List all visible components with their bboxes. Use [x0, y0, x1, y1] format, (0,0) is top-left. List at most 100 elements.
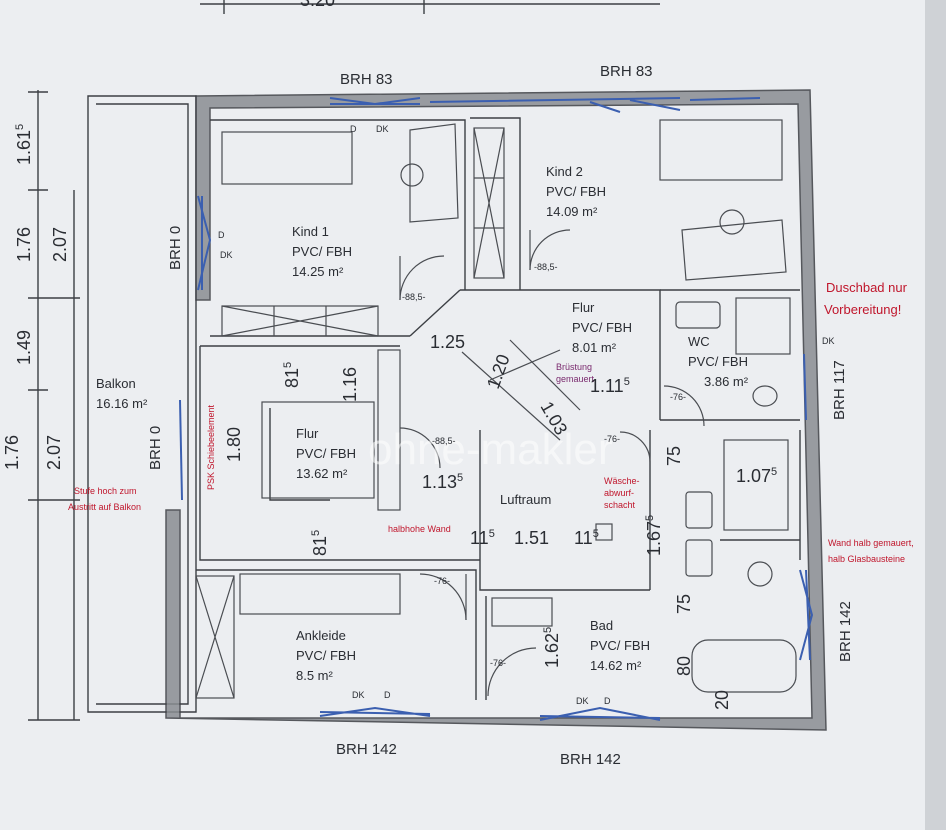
dim-left-207b: 2.07 — [44, 435, 64, 470]
brh0-mid: BRH 0 — [147, 426, 164, 470]
desk-kind1 — [409, 123, 459, 223]
exterior-walls — [165, 89, 827, 731]
stair-diagonal — [461, 339, 581, 441]
chair-kind1 — [400, 163, 424, 187]
door-d-4: D — [384, 690, 391, 700]
door-w76-2: -76- — [604, 434, 620, 444]
bed-kind1 — [221, 131, 353, 185]
interior-dimensions: 1.25 1.20 1.03 1.115 815 1.16 1.80 1.135… — [224, 332, 777, 710]
dim-116: 1.16 — [340, 367, 360, 402]
dim-162: 1.625 — [542, 627, 562, 668]
top-dimension: 3.20 — [200, 0, 660, 14]
balcony — [87, 95, 197, 713]
door-w885-2: -88,5- — [534, 262, 558, 272]
door-dk-4: DK — [352, 690, 365, 700]
notes: Duschbad nur Vorbereitung! Stufe hoch zu… — [68, 280, 914, 564]
door-swings — [399, 229, 705, 697]
door-d-2: D — [218, 230, 225, 240]
dim-81b: 815 — [310, 530, 330, 556]
wardrobe-kind1 — [221, 305, 379, 337]
room-wc: WC PVC/ FBH 3.86 m² — [688, 334, 752, 389]
room-kind2: Kind 2 PVC/ FBH 14.09 m² — [546, 164, 610, 219]
desk-kind2 — [681, 219, 787, 281]
note-wand-1: Wand halb gemauert, — [828, 538, 914, 548]
dim-11a: 115 — [470, 528, 495, 548]
chair-kind2 — [719, 209, 745, 235]
door-dk-5: DK — [576, 696, 589, 706]
kitchen-unit — [377, 349, 401, 511]
binder-strip — [925, 0, 946, 830]
note-psk: PSK Schiebeelement — [206, 404, 216, 490]
dim-75a: 75 — [664, 446, 684, 466]
note-halbhohe: halbhohe Wand — [388, 524, 451, 534]
bad-shower — [723, 439, 789, 531]
dim-151: 1.51 — [514, 528, 549, 548]
ankleide-rail — [239, 573, 401, 615]
brh142-right: BRH 142 — [837, 601, 854, 662]
dim-111: 1.115 — [590, 376, 630, 396]
room-balkon: Balkon 16.16 m² — [96, 376, 148, 411]
note-waesche: Wäsche- abwurf- schacht — [604, 476, 642, 510]
dim-20: 20 — [712, 690, 732, 710]
door-d-5: D — [604, 696, 611, 706]
door-w885-1: -88,5- — [402, 292, 426, 302]
brh83-left: BRH 83 — [340, 71, 393, 88]
brh142-bottom-left: BRH 142 — [336, 741, 397, 758]
note-bruestung: Brüstung gemauert — [556, 362, 595, 384]
stair-box — [491, 597, 553, 627]
note-duschbad-1: Duschbad nur — [826, 280, 908, 295]
dim-75b: 75 — [674, 594, 694, 614]
dim-left-161: 1.615 — [14, 124, 34, 165]
wardrobe-kind2 — [473, 127, 505, 279]
dim-11b: 115 — [574, 528, 599, 548]
door-w885-3: -88,5- — [432, 436, 456, 446]
room-ankleide: Ankleide PVC/ FBH 8.5 m² — [296, 628, 360, 683]
dim-left-149: 1.49 — [14, 330, 34, 365]
furniture — [195, 119, 797, 699]
dim-107: 1.075 — [736, 466, 777, 486]
room-luftraum: Luftraum — [500, 492, 551, 507]
wc-sink — [675, 301, 721, 329]
dim-left-176b: 1.76 — [2, 435, 22, 470]
door-dk-3: DK — [822, 336, 835, 346]
room-bad: Bad PVC/ FBH 14.62 m² — [590, 618, 654, 673]
bed-kind2 — [659, 119, 783, 181]
door-w76-4: -76- — [490, 658, 506, 668]
door-dk-1: DK — [376, 124, 389, 134]
bad-sink-2 — [685, 539, 713, 577]
door-w76-3: -76- — [434, 576, 450, 586]
dim-81a: 815 — [282, 362, 302, 388]
brh142-bottom-right: BRH 142 — [560, 751, 621, 768]
dim-180: 1.80 — [224, 427, 244, 462]
door-d-1: D — [350, 124, 357, 134]
bad-sink-1 — [685, 491, 713, 529]
room-kind1: Kind 1 PVC/ FBH 14.25 m² — [292, 224, 356, 279]
ankleide-shelf — [195, 575, 235, 699]
note-stufe-1: Stufe hoch zum — [74, 486, 137, 496]
bathtub — [691, 639, 797, 693]
dim-left-207a: 2.07 — [50, 227, 70, 262]
wc-toilet — [752, 385, 778, 407]
brh-labels: BRH 83 BRH 83 BRH 0 BRH 0 BRH 117 BRH 14… — [147, 63, 854, 768]
brh83-right: BRH 83 — [600, 63, 653, 80]
room-labels: Kind 1 PVC/ FBH 14.25 m² Kind 2 PVC/ FBH… — [96, 164, 752, 683]
dim-80: 80 — [674, 656, 694, 676]
door-dk-2: DK — [220, 250, 233, 260]
dim-167: 1.675 — [644, 515, 664, 556]
note-wand-2: halb Glasbausteine — [828, 554, 905, 564]
room-flur-top: Flur PVC/ FBH 8.01 m² — [572, 300, 636, 355]
watermark: ohne-makler — [368, 425, 613, 474]
dim-113: 1.135 — [422, 472, 463, 492]
door-w76-1: -76- — [670, 392, 686, 402]
flur-cabinet — [261, 401, 375, 499]
dim-left-176a: 1.76 — [14, 227, 34, 262]
windows — [179, 97, 814, 721]
note-stufe-2: Austritt auf Balkon — [68, 502, 141, 512]
brh117: BRH 117 — [831, 360, 848, 420]
note-duschbad-2: Vorbereitung! — [824, 302, 901, 317]
bad-toilet — [747, 561, 773, 587]
door-markers: D DK D DK DK DK D DK D -88,5- -88,5- -88… — [218, 124, 835, 706]
dim-125: 1.25 — [430, 332, 465, 352]
